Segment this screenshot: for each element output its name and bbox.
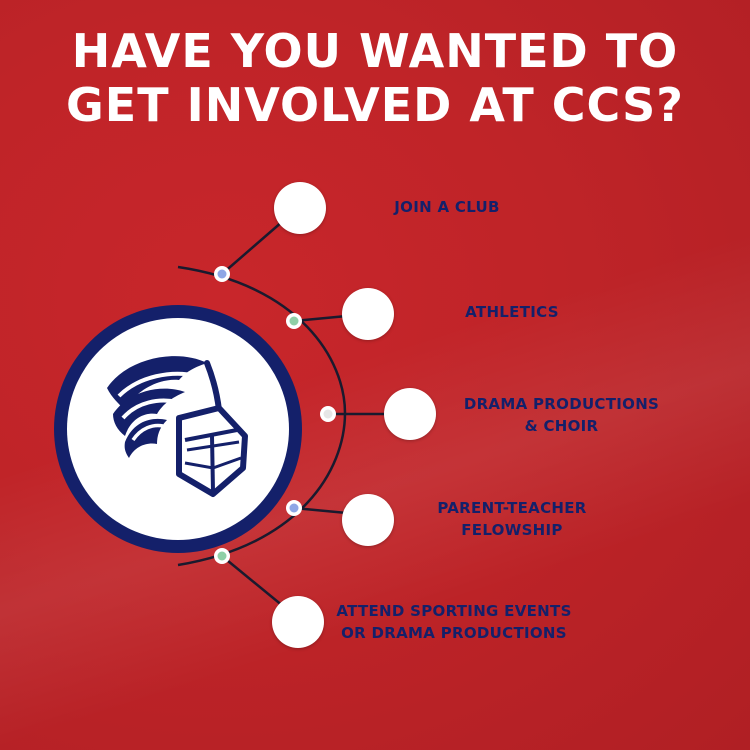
- node-dot-1: [217, 269, 227, 279]
- pill-label-line1: ATHLETICS: [465, 303, 559, 321]
- knob-1: [274, 182, 326, 234]
- pill-label-line1: DRAMA PRODUCTIONS: [463, 395, 660, 413]
- node-dot-5: [217, 551, 227, 561]
- knob-5: [272, 596, 324, 648]
- knob-4: [342, 494, 394, 546]
- node-dot-3: [323, 409, 333, 419]
- pill-label-line2: OR DRAMA PRODUCTIONS: [341, 624, 567, 642]
- pill-drama-choir[interactable]: DRAMA PRODUCTIONS & CHOIR: [410, 375, 695, 455]
- pill-label-line2: FELOWSHIP: [461, 521, 563, 539]
- title-line-1: HAVE YOU WANTED TO: [71, 24, 679, 78]
- school-logo: [54, 305, 302, 553]
- pill-label-line1: PARENT-TEACHER: [437, 499, 587, 517]
- knob-3: [384, 388, 436, 440]
- pill-join-club[interactable]: JOIN A CLUB: [300, 167, 584, 247]
- knight-helmet-icon: [107, 356, 248, 497]
- pill-label-line1: JOIN A CLUB: [394, 198, 500, 216]
- logo-inner-circle: [67, 318, 289, 540]
- node-dot-2: [289, 316, 299, 326]
- knob-2: [342, 288, 394, 340]
- pill-parent-teacher[interactable]: PARENT-TEACHER FELOWSHIP: [369, 479, 655, 559]
- pill-attend-events[interactable]: ATTEND SPORTING EVENTS OR DRAMA PRODUCTI…: [300, 582, 584, 662]
- pill-athletics[interactable]: ATHLETICS: [369, 272, 655, 352]
- title-line-2: GET INVOLVED AT CCS?: [66, 78, 684, 132]
- pill-label-line2: & CHOIR: [524, 417, 599, 435]
- node-dot-4: [289, 503, 299, 513]
- pill-label-line1: ATTEND SPORTING EVENTS: [336, 602, 572, 620]
- page-title: HAVE YOU WANTED TO GET INVOLVED AT CCS?: [0, 24, 750, 132]
